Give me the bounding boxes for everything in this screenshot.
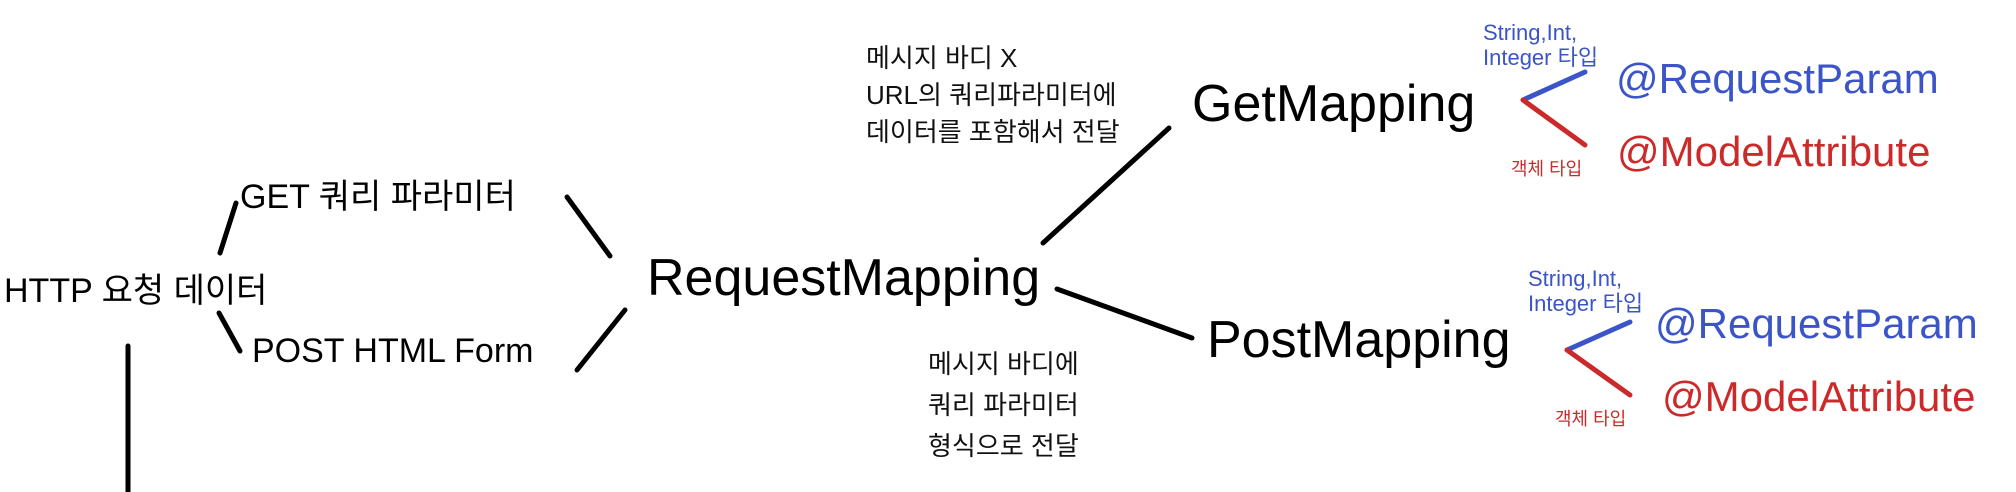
mapping-node-postmapping: PostMapping bbox=[1207, 311, 1511, 369]
method-node-post: POST HTML Form bbox=[252, 332, 534, 370]
postmapping-note: 메시지 바디에 쿼리 파라미터 형식으로 전달 bbox=[928, 344, 1079, 467]
post-branch-simple bbox=[1564, 319, 1633, 353]
method-node-get: GET 쿼리 파라미터 bbox=[240, 178, 516, 216]
getmapping-simple-type-label: String,Int, Integer 타입 bbox=[1483, 20, 1598, 70]
edge-root-to-get bbox=[217, 200, 239, 256]
postmapping-note-line: 형식으로 전달 bbox=[928, 431, 1079, 461]
postmapping-note-line: 쿼리 파라미터 bbox=[928, 390, 1079, 420]
postmapping-simple-type-label: String,Int, Integer 타입 bbox=[1528, 266, 1643, 316]
center-node-requestmapping: RequestMapping bbox=[647, 249, 1041, 307]
getmapping-object-type-label: 객체 타입 bbox=[1511, 159, 1583, 179]
postmapping-object-type-label: 객체 타입 bbox=[1555, 409, 1627, 429]
get-branch-object bbox=[1520, 97, 1588, 148]
getmapping-note-line: 데이터를 포함해서 전달 bbox=[866, 117, 1120, 147]
edge-root-to-post bbox=[216, 310, 243, 354]
type-label-line: Integer 타입 bbox=[1528, 291, 1644, 316]
edge-requestmapping-to-getmapping bbox=[1040, 125, 1172, 246]
edge-requestmapping-to-postmapping bbox=[1054, 286, 1195, 341]
mapping-node-getmapping: GetMapping bbox=[1192, 75, 1476, 133]
getmapping-modelattribute: @ModelAttribute bbox=[1617, 128, 1931, 175]
post-branch-object bbox=[1564, 347, 1633, 398]
edge-get-to-requestmapping bbox=[564, 194, 613, 259]
postmapping-note-line: 메시지 바디에 bbox=[928, 349, 1079, 379]
postmapping-modelattribute: @ModelAttribute bbox=[1662, 373, 1976, 420]
getmapping-note-line: URL의 쿼리파라미터에 bbox=[866, 80, 1117, 110]
getmapping-requestparam: @RequestParam bbox=[1616, 55, 1939, 102]
type-label-line: String,Int, bbox=[1483, 20, 1578, 45]
getmapping-note-line: 메시지 바디 X bbox=[866, 43, 1018, 73]
edge-post-to-requestmapping bbox=[574, 307, 628, 373]
postmapping-requestparam: @RequestParam bbox=[1655, 300, 1978, 347]
type-label-line: String,Int, bbox=[1528, 266, 1623, 291]
root-node-http-request-data: HTTP 요청 데이터 bbox=[4, 272, 268, 310]
type-label-line: Integer 타입 bbox=[1483, 45, 1599, 70]
getmapping-note: 메시지 바디 X URL의 쿼리파라미터에 데이터를 포함해서 전달 bbox=[866, 40, 1120, 151]
get-branch-simple bbox=[1520, 69, 1588, 103]
